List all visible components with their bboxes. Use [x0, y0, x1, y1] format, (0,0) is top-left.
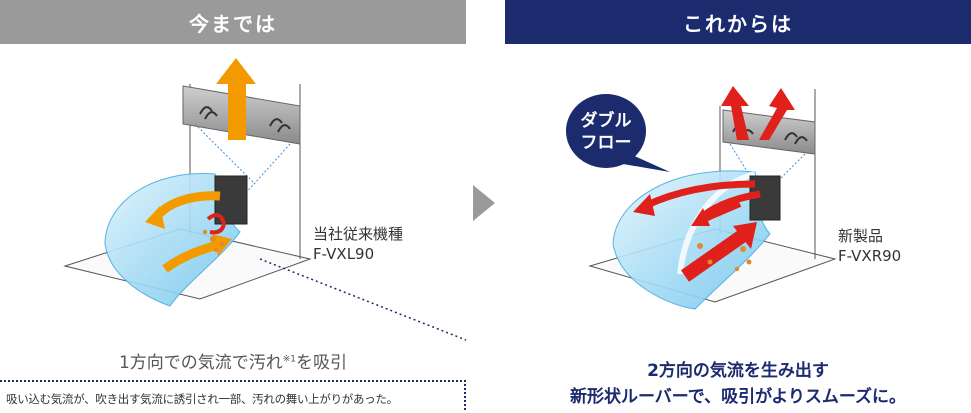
exhaust-arrow — [216, 58, 256, 140]
model-name: 当社従来機種 — [313, 225, 404, 243]
footnote-mark: ※1 — [282, 354, 297, 365]
illustration-after: ダブル フロー 新製品 F-VXR90 — [505, 44, 971, 344]
model-code: F-VXL90 — [313, 245, 375, 263]
airflow-diagram-before — [63, 58, 467, 341]
caption-main: 1方向での気流で汚れ — [118, 353, 283, 373]
caption-line1: 2方向の気流を生み出す — [647, 361, 829, 381]
panel-before: 今までは — [0, 0, 467, 413]
double-flow-bubble: ダブル フロー — [566, 94, 670, 172]
comparison-arrow-icon — [473, 185, 495, 221]
caption-before: 1方向での気流で汚れ※1を吸引 — [0, 348, 466, 373]
exhaust-arrow-right — [759, 88, 795, 140]
caption-line2: 新形状ルーバーで、吸引がよりスムーズに。 — [569, 387, 907, 407]
header-after: これからは — [505, 0, 971, 44]
bubble-line1: ダブル — [581, 110, 632, 131]
header-before: 今までは — [0, 0, 466, 44]
caption-after: 2方向の気流を生み出す 新形状ルーバーで、吸引がよりスムーズに。 — [505, 358, 971, 410]
airflow-diagram-after: ダブル フロー — [566, 86, 837, 310]
model-label-after: 新製品 F-VXR90 — [838, 226, 901, 266]
bubble-line2: フロー — [581, 133, 632, 153]
model-label-before: 当社従来機種 F-VXL90 — [313, 224, 403, 264]
exhaust-arrow-left — [721, 86, 749, 140]
note-box: 吸い込む気流が、吹き出す気流に誘引され一部、汚れの舞い上がりがあった。 — [0, 380, 466, 410]
model-name: 新製品 — [838, 227, 884, 245]
model-code: F-VXR90 — [838, 247, 902, 265]
caption-tail: を吸引 — [296, 353, 348, 373]
panel-after: これからは — [505, 0, 971, 413]
illustration-before: 当社従来機種 F-VXL90 — [0, 44, 467, 344]
